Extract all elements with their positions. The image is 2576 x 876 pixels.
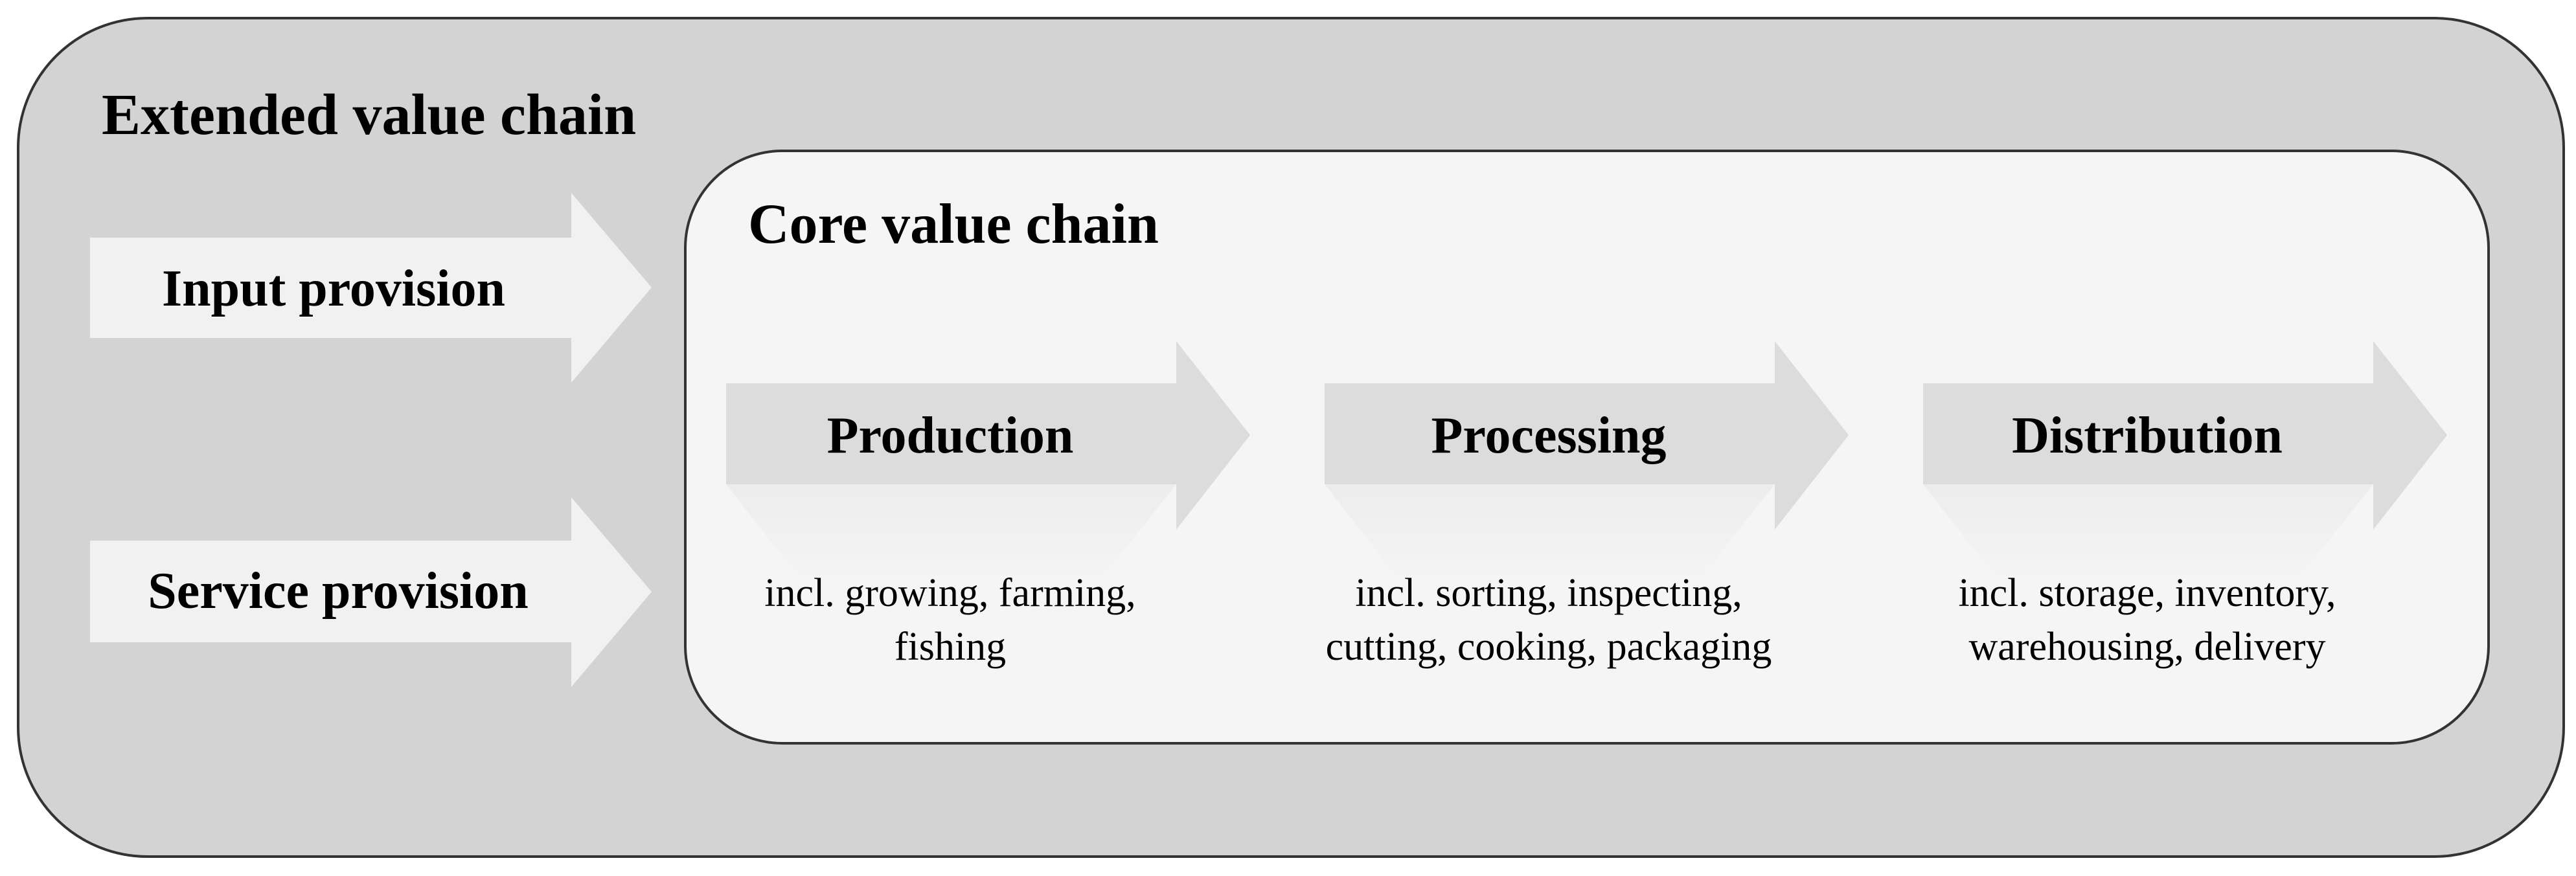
stage-shadow [1325, 484, 1775, 579]
stage-arrow [1325, 341, 1849, 530]
stage-processing: Processing incl. sorting, inspecting, cutt… [1325, 341, 1849, 669]
stage-label: Distribution [2012, 407, 2283, 464]
stage-arrow [726, 341, 1250, 530]
stage-label: Processing [1431, 407, 1667, 464]
extended-value-chain-title: Extended value chain [102, 83, 636, 147]
stage-production: Production incl. growing, farming, fishing [726, 341, 1250, 669]
stage-distribution: Distribution incl. storage, inventory, war… [1923, 341, 2447, 669]
service-provision-label: Service provision [148, 563, 528, 620]
stage-label: Production [827, 407, 1074, 464]
stage-description-line: incl. sorting, inspecting, [1355, 571, 1742, 615]
input-provision-arrow: Input provision [90, 193, 652, 383]
stage-description-line: fishing [895, 625, 1006, 669]
stage-description-line: cutting, cooking, packaging [1326, 625, 1772, 669]
stage-shadow [726, 484, 1176, 579]
stage-description-line: warehousing, delivery [1969, 625, 2326, 669]
stage-description-line: incl. storage, inventory, [1958, 571, 2336, 615]
service-provision-arrow: Service provision [90, 497, 652, 687]
core-value-chain-title: Core value chain [748, 193, 1159, 256]
stage-description-line: incl. growing, farming, [764, 571, 1135, 615]
stage-arrow [1923, 341, 2447, 530]
stage-shadow [1923, 484, 2373, 579]
input-provision-label: Input provision [162, 260, 505, 317]
